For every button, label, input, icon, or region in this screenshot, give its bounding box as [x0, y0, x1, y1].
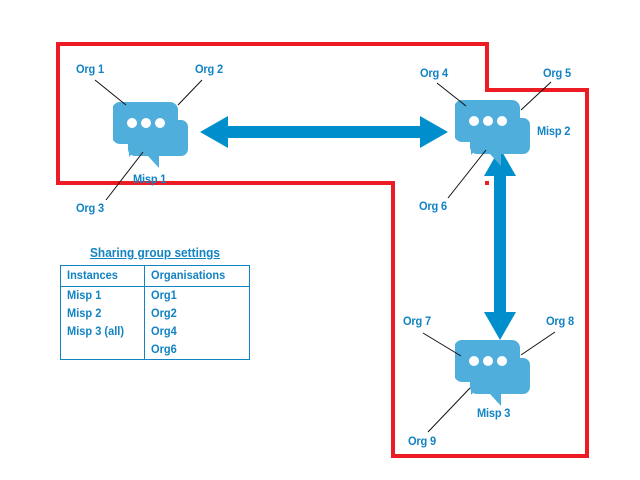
label-org1: Org 1	[76, 62, 104, 76]
node-misp2[interactable]	[455, 98, 535, 168]
label-org6: Org 6	[419, 199, 447, 213]
label-org7: Org 7	[403, 314, 431, 328]
sharing-group-settings: Sharing group settings Instances Organis…	[59, 246, 250, 360]
settings-table: Instances Organisations Misp 1 Org1 Misp…	[59, 265, 250, 360]
column-header-instances-text: Instances	[67, 268, 118, 282]
column-header-instances: Instances	[59, 265, 146, 287]
box-overlap-mask-lower	[395, 181, 485, 191]
label-org3: Org 3	[76, 201, 104, 215]
table-row: Misp 1 Org1	[59, 286, 250, 305]
node-misp1[interactable]	[113, 100, 193, 170]
label-org2: Org 2	[195, 62, 223, 76]
settings-title: Sharing group settings	[90, 246, 220, 260]
column-header-organisations: Organisations	[144, 265, 250, 287]
cell-organisation: Org1	[144, 286, 250, 305]
label-misp2: Misp 2	[537, 124, 571, 138]
label-org5: Org 5	[543, 66, 571, 80]
cell-instance: Misp 3 (all)	[59, 323, 146, 341]
connection-arrow-misp2-misp3	[480, 148, 520, 345]
label-org9: Org 9	[408, 434, 436, 448]
table-row: Org6	[59, 341, 250, 360]
cell-organisation: Org4	[144, 323, 250, 341]
label-org8: Org 8	[546, 314, 574, 328]
cell-instance: Misp 1	[59, 286, 146, 305]
connection-arrow-misp1-misp2	[200, 112, 448, 157]
column-header-organisations-text: Organisations	[151, 268, 226, 282]
table-row: Misp 2 Org2	[59, 305, 250, 323]
cell-organisation: Org6	[144, 341, 250, 360]
label-org4: Org 4	[420, 66, 448, 80]
table-header-row: Instances Organisations	[59, 265, 250, 287]
label-misp3: Misp 3	[477, 406, 511, 420]
label-misp1: Misp 1	[133, 172, 167, 186]
cell-instance-empty	[59, 341, 146, 360]
node-misp3[interactable]	[455, 338, 535, 408]
cell-organisation: Org2	[144, 305, 250, 323]
table-row: Misp 3 (all) Org4	[59, 323, 250, 341]
cell-instance: Misp 2	[59, 305, 146, 323]
